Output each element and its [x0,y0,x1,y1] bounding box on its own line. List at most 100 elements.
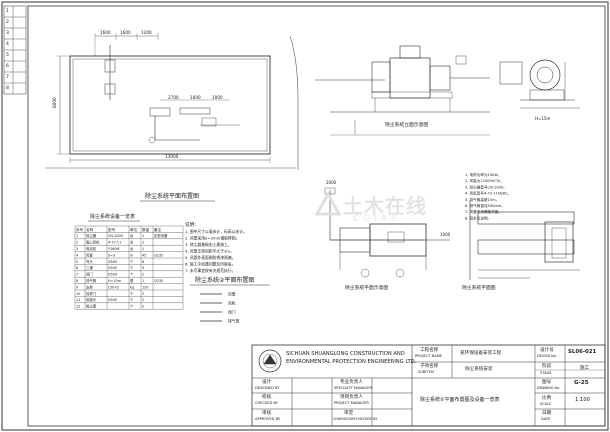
table-cell: 个 [130,304,134,309]
tb-design-no-label: 设计号 [540,348,554,353]
table-cell: 吸尘罩 [86,304,97,309]
tb-designed-role: 专业负责人 [340,380,363,385]
table-header-cell: 型号 [108,227,116,232]
elevation-label-2000: 2000 [326,180,337,185]
table-cell: 台 [130,246,134,251]
notes-title: 说明： [185,221,199,228]
tb-approved-label: 审核 [262,411,272,416]
tb-stage-label-en: STAGE [540,371,552,375]
side-note-line: 7. 风管采用螺旋风管。 [465,209,502,214]
table-cell: 1 [142,279,144,283]
left-strip-cell: 4 [6,42,9,47]
left-strip-cell: 7 [6,75,9,80]
tb-designed-label: 设计 [262,380,272,385]
side-notes: 1. 电机功率为15kW。2. 风量为12000m³/h。3. 除尘器型号CN-… [465,172,511,220]
table-cell: 个 [130,265,134,270]
tb-designed-label-en: DESIGNED BY [255,386,280,390]
tb-approved-role: 审定 [344,411,354,416]
legend-label: 排气筒 [228,319,240,324]
note-line: 1. 图中尺寸以毫米计，标高以米计。 [185,229,247,234]
notes-list: 1. 图中尺寸以毫米计，标高以米计。2. 风管采用δ=3mm钢板焊制。3. 除尘… [185,229,247,273]
tb-checked-role: 项目负责人 [340,395,363,400]
table-cell: 120 [142,285,148,289]
table-cell: 定型设备 [154,233,168,238]
table-cell: Q235 [154,253,163,257]
legend-label: 风管 [228,292,236,297]
table-cell: 根 [130,278,134,283]
left-strip-cell: 5 [6,53,9,58]
table-cell: 个 [130,291,134,296]
table-cell: 5 [76,260,78,264]
table-cell: 10 [76,292,80,296]
table-cell: 个 [130,259,134,264]
elevation-label-h: H=15m [535,116,550,121]
left-strip-cell: 2 [6,20,9,25]
section-2-drawing [324,187,580,280]
side-note-line: 6. 排气筒直径500mm。 [465,203,505,208]
tb-approved-role-en: CHARGED/RECHECKED BY [333,417,378,421]
side-note-line: 2. 风量为12000m³/h。 [465,178,504,183]
legend-title: 除尘系统②平面布置图 [195,276,254,284]
table-cell: 6 [76,266,78,270]
tb-drawing-no-label: 图号 [542,380,552,385]
table-cell: 11 [76,298,80,302]
tb-sheet-title: 除尘系统②平面布置图及设备一览表 [420,397,500,403]
side-note-line: 3. 除尘器型号CN-1000。 [465,184,507,189]
plan-dim-top-b: 1600 [120,30,131,35]
table-cell: D500 [108,273,117,277]
tb-project-label: 工程名称 [420,348,439,353]
tb-stage-label: 阶段 [542,364,552,369]
table-cell: CN-1000 [108,234,123,238]
tb-checked-label: 校核 [262,395,272,400]
table-cell: m [130,253,134,257]
table-cell: D500 [108,298,117,302]
table-cell: 排气筒 [86,278,97,283]
legend-label: 风机 [228,301,236,306]
tb-item-value: 除尘系统安装 [465,367,493,372]
plan-dim-top-c: 1200 [141,30,152,35]
tb-scale-label: 比例 [542,396,552,401]
plan-dim-mid-c: 1000 [212,95,223,100]
tb-item-label: 子项名称 [420,364,439,369]
plan-drawing [45,33,299,170]
table-cell: 弯头 [86,259,93,264]
note-line: 4. 风管支架间距不大于3m。 [185,249,234,254]
plan-dim-mid-a: 2700 [168,95,179,100]
plan-dim-bottom: 13000 [165,154,179,159]
table-cell: 7 [76,273,78,277]
table-cell: 2 [142,305,144,309]
table-cell: H=15m [108,279,122,283]
table-cell: 3 [76,247,78,251]
tb-checked-label-en: CHECKED BY [255,401,278,405]
tb-approved-label-en: APPROVED BY [255,417,281,421]
table-cell: 2 [142,273,144,277]
left-strip-cell: 3 [6,31,9,36]
note-line: 6. 施工中如遇问题及时联系。 [185,262,235,267]
company-name-line-1: SICHUAN SHUANGLONG CONSTRUCTION AND [286,351,405,357]
side-note-line: 1. 电机功率为15kW。 [465,172,501,177]
table-cell: 4-72-11 [108,241,121,245]
company-name-line-2: ENVIRONMENTAL PROTECTION ENGINEERING LTD… [286,359,417,365]
table-header-cell: 数量 [142,227,150,232]
plan-dim-top-a: 1600 [100,30,111,35]
table-cell: 1 [142,247,144,251]
side-note-line: 5. 排气筒高度15m。 [465,197,499,202]
elevation-drawing [315,45,580,136]
note-line: 7. 未尽事宜按有关规范执行。 [185,268,235,273]
section-1-title: 除尘系统立面示意图 [385,121,428,128]
table-cell: 8 [76,279,78,283]
table-cell: 台 [130,233,134,238]
table-cell: 1 [76,234,78,238]
legend-label: 阀门 [228,310,236,315]
table-cell: D500 [108,266,117,270]
table-cell: 三通 [86,265,93,270]
tb-designed-role-en: SPECIALTY MANAGER [334,386,372,390]
left-strip-cell: 8 [6,86,9,91]
tb-drawing-no-value: G-25 [574,380,589,386]
table-cell: 除尘器 [86,233,97,238]
tb-scale-label-en: SCALE [540,402,552,406]
